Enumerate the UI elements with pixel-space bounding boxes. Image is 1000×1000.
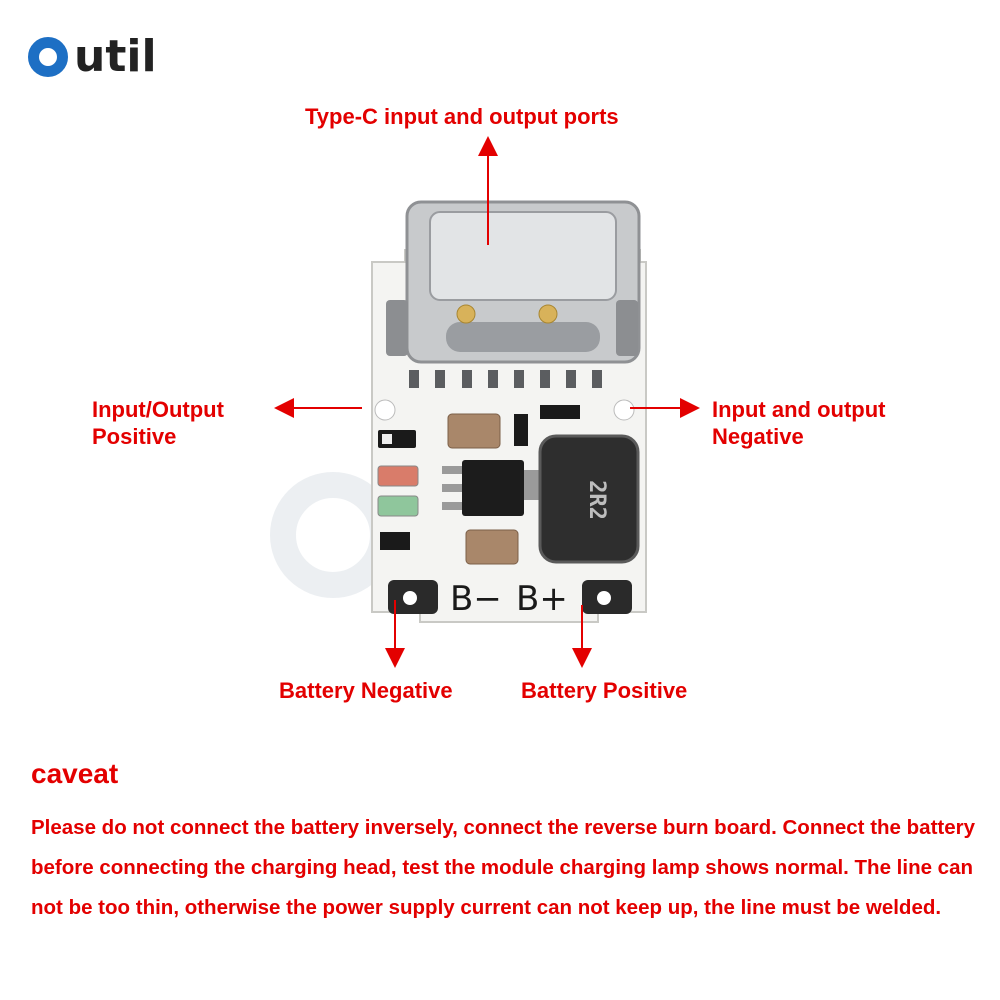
led-red [377,465,419,487]
mount-hole-right [613,399,635,421]
label-battery-positive: Battery Positive [521,678,688,703]
label-io-negative-line1: Input and output [712,397,886,422]
mount-hole-left [374,399,396,421]
brand-logo-text: util [74,31,157,82]
led-green [377,495,419,517]
inductor-marking: 2R2 [584,480,609,520]
inductor [538,434,640,564]
label-typec-ports: Type-C input and output ports [305,104,619,129]
resistor-bottom-left [380,532,410,550]
typec-tab-left [456,304,476,324]
side-pad-right [616,300,638,356]
resistor-small [514,414,528,446]
side-pad-left [386,300,408,356]
label-battery-negative: Battery Negative [279,678,453,703]
brand-logo-o-mark [28,37,68,77]
typec-opening [429,211,617,301]
label-io-positive-line2: Positive [92,424,177,449]
label-io-positive: Input/Output Positive [92,396,224,450]
typec-lip [446,322,600,352]
label-io-negative-line2: Negative [712,424,804,449]
capacitor-bottom [465,529,519,565]
caveat-title: caveat [31,758,119,789]
capacitor-top [447,413,501,449]
resistor-top-right [540,405,580,419]
silkscreen-bpos: B+ [516,579,568,619]
caveat-body: Please do not connect the battery invers… [31,816,976,919]
brand-logo: util [28,22,157,92]
label-io-positive-line1: Input/Output [92,397,224,422]
typec-tab-right [538,304,558,324]
silkscreen-bneg: B− [450,579,502,619]
ic-pins [442,466,540,510]
typec-pins [409,370,602,388]
label-io-negative: Input and output Negative [712,396,886,450]
ic-chip [462,460,524,516]
